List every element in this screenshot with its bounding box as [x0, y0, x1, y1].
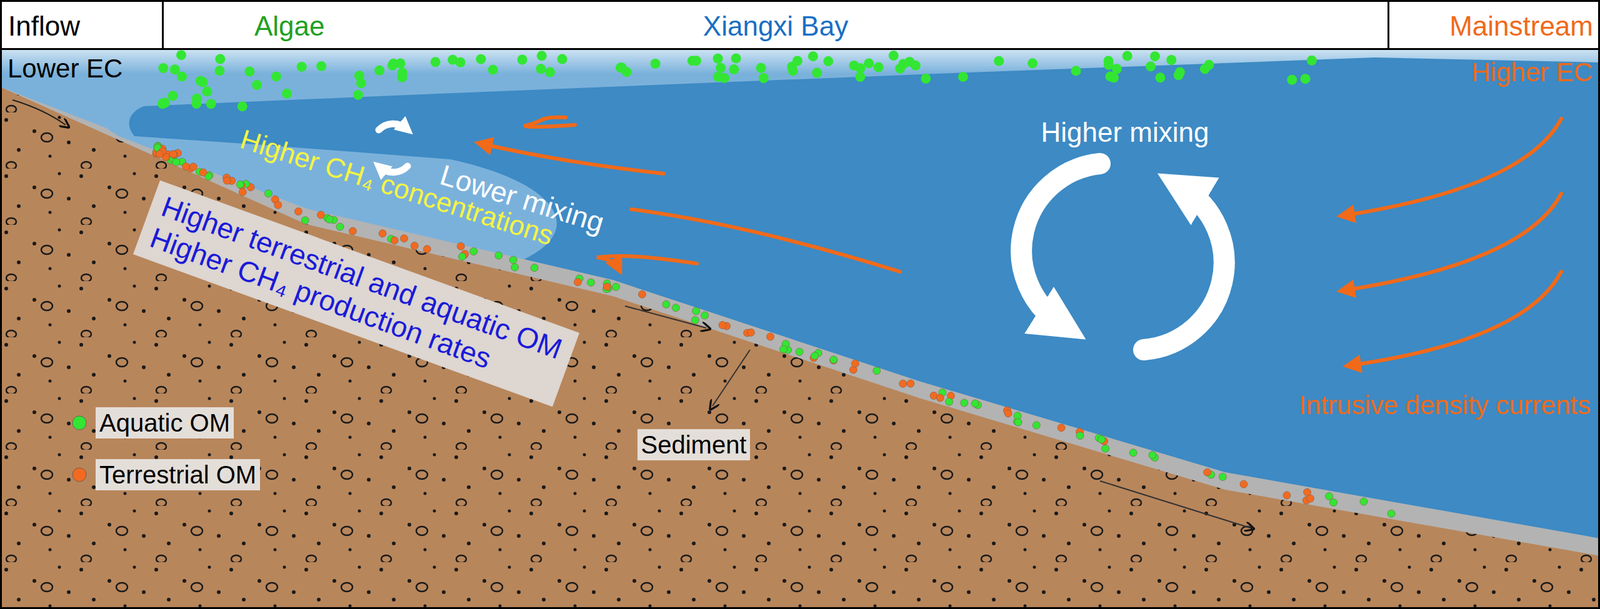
current-label: Intrusive density currents: [1298, 390, 1591, 421]
legend-text: Aquatic OM: [95, 407, 234, 439]
header-text: Mainstream: [1449, 10, 1594, 43]
legend-swatch: [70, 466, 89, 484]
ec-label: Lower EC: [7, 53, 123, 84]
legend-text: Terrestrial OM: [95, 459, 260, 491]
header-cell: Algae Xiangxi Bay: [161, 0, 1390, 50]
legend-item: Aquatic OM: [70, 407, 234, 439]
sediment-label: Sediment: [637, 429, 751, 461]
header-text: Xiangxi Bay: [703, 10, 849, 43]
mixing-label: Higher mixing: [1041, 116, 1210, 149]
header-cell: Mainstream: [1387, 0, 1600, 50]
ec-label: Higher EC: [1471, 57, 1593, 88]
legend-item: Terrestrial OM: [70, 459, 260, 491]
header-text: Inflow: [8, 10, 80, 43]
header-cell: Inflow: [0, 0, 164, 50]
header-text: Algae: [254, 10, 325, 43]
legend-swatch: [70, 414, 89, 432]
